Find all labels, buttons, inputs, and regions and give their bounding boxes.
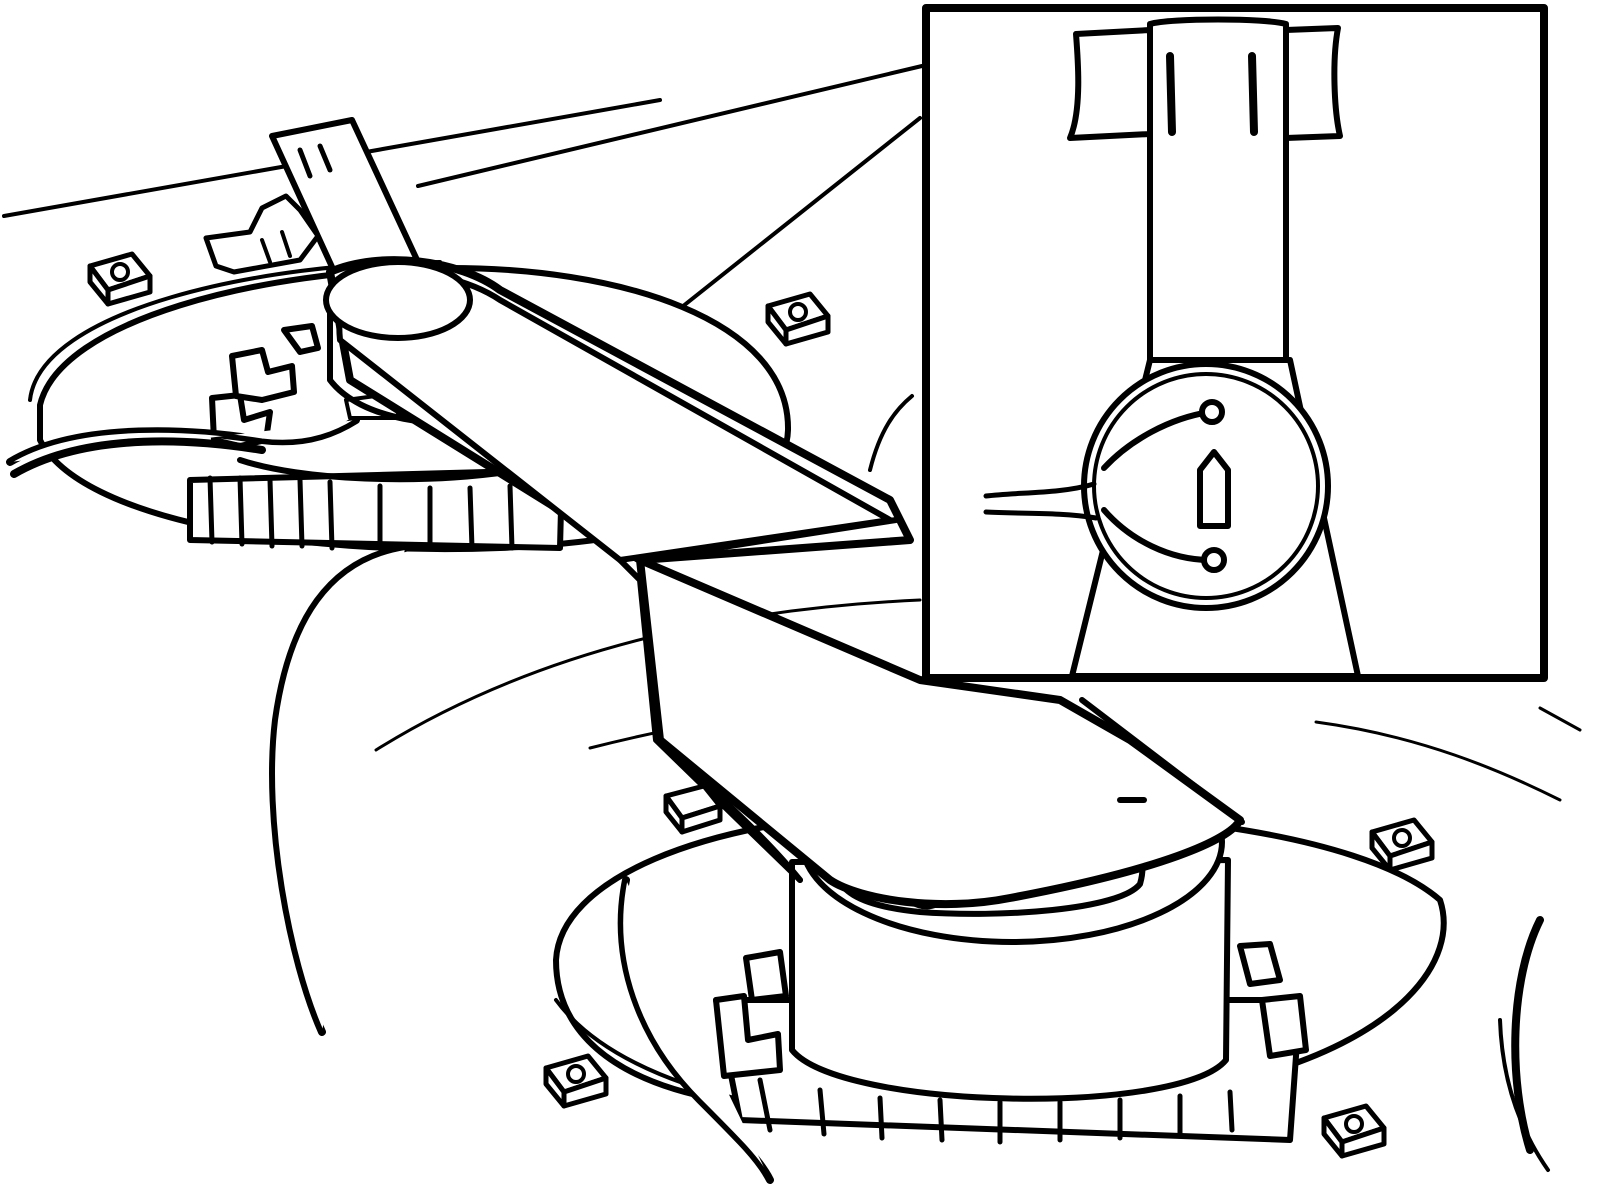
removal-tool bbox=[203, 117, 1245, 909]
fuel-line-rear bbox=[6, 416, 409, 1036]
lock-pin-bottom bbox=[1101, 507, 1227, 573]
mounting-nut bbox=[87, 251, 1435, 1159]
lock-ring-rear bbox=[187, 323, 565, 551]
arrow-mark bbox=[1197, 449, 1231, 529]
fuel-pump-module-front bbox=[553, 739, 1447, 1145]
detail-inset bbox=[922, 4, 1548, 682]
fuel-line-front bbox=[617, 876, 1550, 1184]
lock-pin-top bbox=[1101, 399, 1225, 471]
